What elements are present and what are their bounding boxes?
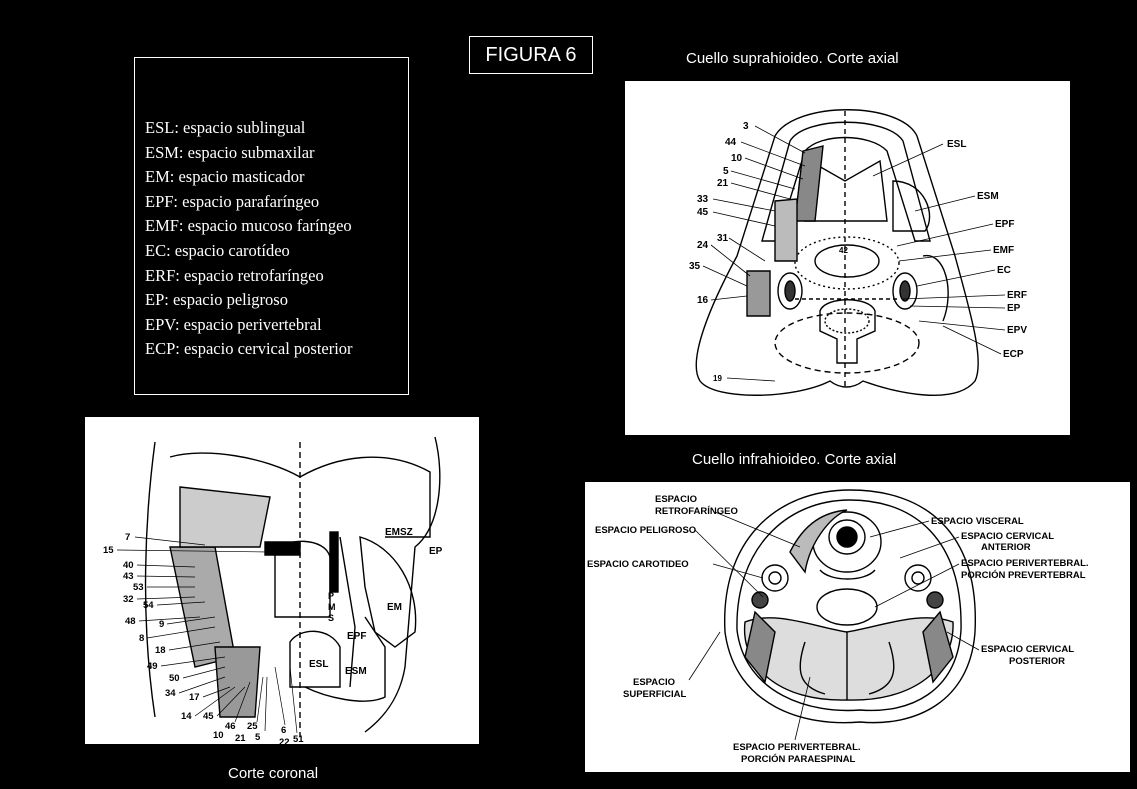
infra-label-visceral: ESPACIO VISCERAL: [931, 516, 1024, 527]
legend-item-ep: EP: espacio peligroso: [145, 288, 408, 313]
infra-label-paraespinal-1: ESPACIO PERIVERTEBRAL.: [733, 742, 861, 753]
figure-title: FIGURA 6: [469, 36, 593, 74]
coronal-label-esm: ESM: [345, 666, 367, 677]
legend-item-esm: ESM: espacio submaxilar: [145, 141, 408, 166]
supra-label-24: 24: [697, 240, 709, 251]
infra-label-prevertebral-2: PORCIÓN PREVERTEBRAL: [961, 569, 1086, 581]
coronal-label-esl: ESL: [309, 659, 328, 670]
infra-label-peligroso: ESPACIO PELIGROSO: [595, 525, 696, 536]
coronal-label-48: 48: [125, 616, 136, 627]
coronal-label-14: 14: [181, 711, 192, 722]
infra-label-superficial-2: SUPERFICIAL: [623, 689, 687, 700]
infra-label-cervical-post-2: POSTERIOR: [1009, 656, 1065, 667]
coronal-label-45: 45: [203, 711, 214, 722]
supra-label-21: 21: [717, 178, 729, 189]
coronal-label-50: 50: [169, 673, 180, 684]
coronal-label-10: 10: [213, 730, 224, 741]
legend-item-em: EM: espacio masticador: [145, 165, 408, 190]
supra-label-10: 10: [731, 153, 743, 164]
supra-label-ec: EC: [997, 265, 1011, 276]
coronal-label-53: 53: [133, 582, 144, 593]
coronal-label-32: 32: [123, 594, 134, 605]
legend-item-epv: EPV: espacio perivertebral: [145, 313, 408, 338]
coronal-label-8: 8: [139, 633, 144, 644]
infra-label-retrofaringeo: RETROFARÍNGEO: [655, 506, 738, 517]
coronal-label-15: 15: [103, 545, 114, 556]
legend-item-esl: ESL: espacio sublingual: [145, 116, 408, 141]
suprahyoid-axial-panel: 3 44 10 5 21 33 45 31 24 35 16 42 19: [625, 81, 1070, 435]
coronal-label-49: 49: [147, 661, 158, 672]
coronal-label-43: 43: [123, 571, 134, 582]
coronal-caption: Corte coronal: [228, 765, 318, 782]
coronal-label-7: 7: [125, 532, 130, 543]
legend-item-erf: ERF: espacio retrofaríngeo: [145, 264, 408, 289]
infra-caption: Cuello infrahioideo. Corte axial: [692, 451, 896, 468]
coronal-label-epf: EPF: [347, 631, 366, 642]
supra-label-16: 16: [697, 295, 709, 306]
supra-label-42: 42: [839, 246, 848, 255]
supra-caption: Cuello suprahioideo. Corte axial: [686, 50, 899, 67]
infra-label-cervical-ant-1: ESPACIO CERVICAL: [961, 531, 1054, 542]
suprahyoid-diagram: 3 44 10 5 21 33 45 31 24 35 16 42 19: [625, 81, 1070, 435]
supra-label-33: 33: [697, 194, 709, 205]
supra-label-5: 5: [723, 166, 729, 177]
coronal-label-m: M: [328, 602, 336, 612]
coronal-label-22: 22: [279, 737, 290, 744]
coronal-label-p: P: [328, 591, 334, 601]
supra-label-31: 31: [717, 233, 729, 244]
coronal-label-18: 18: [155, 645, 166, 656]
supra-label-erf: ERF: [1007, 290, 1027, 301]
coronal-label-emsz: EMSZ: [385, 527, 413, 538]
coronal-diagram: 7 15 40 43 53 32 54 48 9 8 18 49 50 34 1…: [85, 417, 479, 744]
infra-label-cervical-ant-2: ANTERIOR: [981, 542, 1031, 553]
coronal-label-17: 17: [189, 692, 200, 703]
coronal-label-ep: EP: [429, 546, 443, 557]
coronal-label-25: 25: [247, 721, 258, 732]
infra-label-paraespinal-2: PORCIÓN PARAESPINAL: [741, 753, 856, 765]
coronal-label-40: 40: [123, 560, 134, 571]
coronal-label-21: 21: [235, 733, 246, 744]
supra-label-44: 44: [725, 137, 737, 148]
infrahyoid-diagram: ESPACIO RETROFARÍNGEO ESPACIO PELIGROSO …: [585, 482, 1130, 772]
supra-label-45: 45: [697, 207, 709, 218]
supra-label-emf: EMF: [993, 245, 1014, 256]
infra-label-prevertebral-1: ESPACIO PERIVERTEBRAL.: [961, 558, 1089, 569]
abbreviation-legend: ESL: espacio sublingual ESM: espacio sub…: [134, 57, 409, 395]
coronal-label-em: EM: [387, 602, 402, 613]
supra-label-esm: ESM: [977, 191, 999, 202]
supra-label-3: 3: [743, 121, 749, 132]
coronal-label-54: 54: [143, 600, 154, 611]
coronal-panel: 7 15 40 43 53 32 54 48 9 8 18 49 50 34 1…: [85, 417, 479, 744]
legend-item-epf: EPF: espacio parafaríngeo: [145, 190, 408, 215]
coronal-label-51: 51: [293, 734, 304, 744]
supra-label-35: 35: [689, 261, 701, 272]
supra-label-ep: EP: [1007, 303, 1021, 314]
infra-label-espacio-retro: ESPACIO: [655, 494, 697, 505]
supra-label-ecp: ECP: [1003, 349, 1024, 360]
legend-item-ec: EC: espacio carotídeo: [145, 239, 408, 264]
supra-label-epv: EPV: [1007, 325, 1027, 336]
supra-label-19: 19: [713, 374, 722, 383]
supra-label-esl: ESL: [947, 139, 966, 150]
coronal-label-5: 5: [255, 732, 261, 743]
legend-item-ecp: ECP: espacio cervical posterior: [145, 337, 408, 362]
coronal-label-34: 34: [165, 688, 176, 699]
infrahyoid-axial-panel: ESPACIO RETROFARÍNGEO ESPACIO PELIGROSO …: [585, 482, 1130, 772]
supra-label-epf: EPF: [995, 219, 1014, 230]
coronal-label-6: 6: [281, 725, 286, 736]
coronal-label-s: S: [328, 613, 334, 623]
infra-label-superficial-1: ESPACIO: [633, 677, 675, 688]
coronal-label-46: 46: [225, 721, 236, 732]
coronal-label-9: 9: [159, 619, 164, 630]
infra-label-cervical-post-1: ESPACIO CERVICAL: [981, 644, 1074, 655]
legend-item-emf: EMF: espacio mucoso faríngeo: [145, 214, 408, 239]
infra-label-carotideo: ESPACIO CAROTIDEO: [587, 559, 689, 570]
